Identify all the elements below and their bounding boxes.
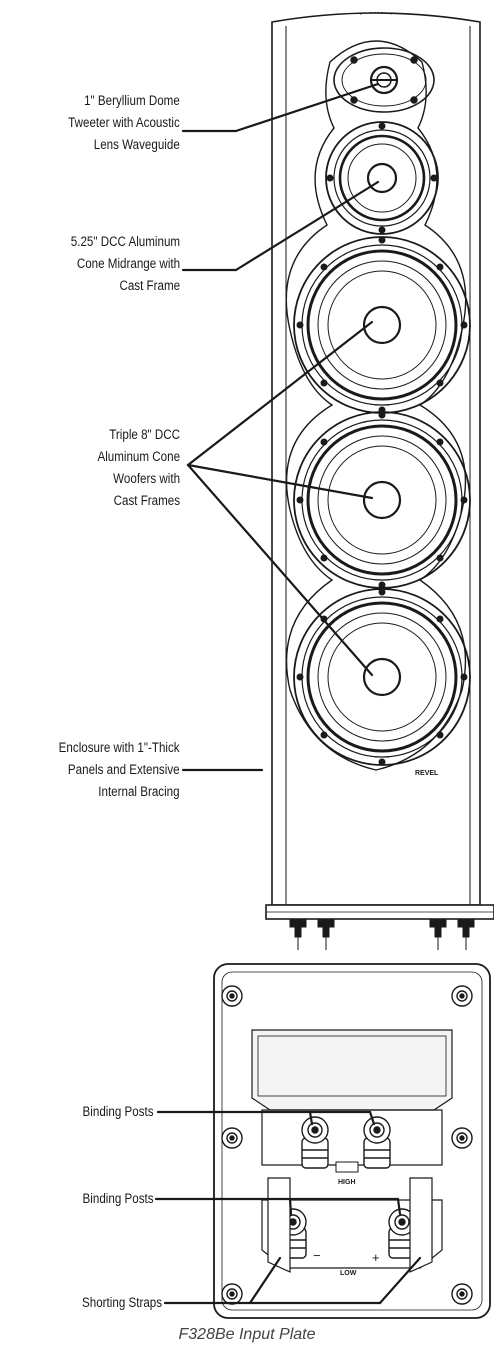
binding-posts-high-label: Binding Posts bbox=[82, 1104, 154, 1119]
brand-badge: REVEL bbox=[415, 770, 439, 777]
binding-post-high-right bbox=[363, 1116, 391, 1169]
low-marking: LOW bbox=[340, 1270, 357, 1277]
midrange-driver bbox=[325, 121, 439, 235]
binding-posts-low-label: Binding Posts bbox=[82, 1191, 154, 1206]
shorting-straps-label: Shorting Straps bbox=[81, 1295, 162, 1310]
figure-caption: F328Be Input Plate bbox=[178, 1326, 316, 1343]
cabinet-outline bbox=[271, 12, 481, 906]
high-marking: HIGH bbox=[338, 1179, 356, 1186]
woofer-middle bbox=[293, 411, 471, 589]
tweeter-label: 1" Beryllium Dome Tweeter with Acoustic … bbox=[68, 93, 180, 152]
shorting-strap-left bbox=[267, 1177, 291, 1273]
woofers-label: Triple 8" DCC Aluminum Cone Woofers with… bbox=[97, 427, 180, 508]
plus-marking: + bbox=[372, 1250, 380, 1265]
shorting-strap-right bbox=[409, 1177, 433, 1273]
woofer-lower bbox=[293, 588, 471, 766]
enclosure-label: Enclosure with 1"-Thick Panels and Exten… bbox=[59, 740, 180, 799]
input-plate bbox=[213, 963, 491, 1319]
leader-lines bbox=[154, 82, 422, 1305]
midrange-label: 5.25" DCC Aluminum Cone Midrange with Ca… bbox=[70, 234, 180, 293]
minus-marking: − bbox=[313, 1248, 321, 1263]
spike-feet bbox=[289, 919, 475, 950]
tweeter bbox=[333, 47, 435, 113]
binding-post-high-left bbox=[301, 1116, 329, 1169]
baffle-contour bbox=[285, 40, 467, 771]
